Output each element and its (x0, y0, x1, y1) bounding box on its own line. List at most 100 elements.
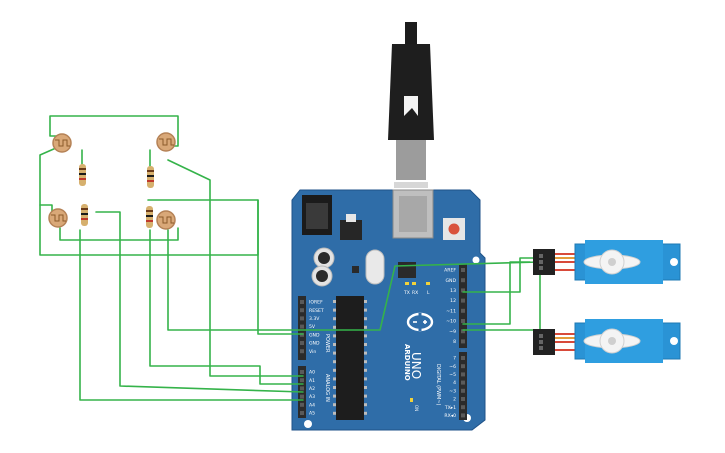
header-pin[interactable] (461, 278, 465, 283)
pin-label: ~9 (449, 329, 456, 335)
servo-top[interactable] (533, 240, 681, 284)
pin-label: A1 (309, 378, 315, 384)
pin-label: GND (309, 341, 320, 347)
ldr-bottom-right[interactable] (156, 210, 176, 230)
pin-label: A2 (309, 386, 315, 392)
mounting-hole (304, 420, 312, 428)
header-pin[interactable] (461, 288, 465, 293)
header-pin[interactable] (461, 298, 465, 303)
header-pin[interactable] (461, 413, 465, 418)
pin-label: A0 (309, 370, 315, 376)
header-pin[interactable] (300, 341, 304, 345)
header-pin[interactable] (461, 356, 465, 360)
model-label: UNO (409, 352, 423, 379)
header-pin[interactable] (461, 388, 465, 393)
resistor-4[interactable] (146, 206, 153, 228)
chip-leg (333, 394, 336, 398)
pin-label: TX▸1 (444, 405, 456, 411)
pin-label: ~10 (446, 319, 456, 325)
header-pin[interactable] (300, 308, 304, 313)
resistor-2[interactable] (147, 166, 154, 188)
header-pin[interactable] (300, 386, 304, 391)
header-pin[interactable] (461, 405, 465, 410)
ldr-top-left[interactable] (52, 133, 72, 153)
wire-d10-servo (462, 261, 531, 325)
l-label: L (427, 290, 430, 296)
pin-label: ~3 (449, 388, 456, 394)
resistor-1[interactable] (79, 164, 86, 186)
mounting-hole (472, 256, 480, 264)
digital-label: DIGITAL (PWM~) (435, 364, 441, 406)
wire-ldr-bottom-bus (59, 227, 179, 241)
wire-to-a1 (149, 229, 304, 385)
pin-label: RESET (309, 308, 324, 314)
brand-label: ARDUINO (403, 344, 411, 381)
wire-to-a3 (79, 229, 304, 401)
crystal (365, 249, 385, 285)
header-pin[interactable] (461, 268, 465, 272)
chip-leg (333, 308, 336, 312)
chip-leg (333, 411, 336, 415)
pin-label: 12 (450, 298, 456, 304)
digital-header-bottom[interactable] (459, 352, 467, 420)
chip-leg (364, 334, 367, 338)
pin-label: A3 (309, 394, 315, 400)
chip-leg (333, 403, 336, 407)
resistor-3[interactable] (81, 204, 88, 226)
header-pin[interactable] (461, 329, 465, 334)
wire-ldr-top-bus (49, 115, 179, 147)
wire-to-a0 (167, 159, 304, 377)
wire-to-5v (257, 199, 304, 335)
header-pin[interactable] (300, 411, 304, 415)
header-pin[interactable] (461, 372, 465, 377)
usb-chip (398, 262, 416, 278)
header-pin[interactable] (300, 370, 304, 374)
arduino-logo (406, 312, 434, 332)
chip-leg (364, 386, 367, 389)
chip-leg (333, 334, 336, 338)
chip-leg (333, 360, 336, 364)
atmega-chip (336, 296, 364, 420)
rx-label: RX (412, 290, 418, 296)
arduino-uno-board[interactable]: TX RX L ARDUINO UNO ON IOREFRESET3.3V5VG… (291, 189, 486, 431)
chip-leg (333, 343, 336, 346)
header-pin[interactable] (300, 394, 304, 399)
pin-label: ~5 (449, 372, 456, 378)
chip-leg (333, 368, 336, 372)
header-pin[interactable] (461, 364, 465, 369)
chip-leg (333, 300, 336, 303)
on-label: ON (414, 405, 419, 411)
header-pin[interactable] (461, 380, 465, 385)
ldr-top-right[interactable] (156, 132, 176, 152)
chip-leg (364, 368, 367, 372)
pin-label: IOREF (309, 300, 323, 306)
usb-cable[interactable] (388, 22, 434, 188)
pin-label: ~11 (446, 308, 456, 314)
header-pin[interactable] (461, 308, 465, 313)
header-pin[interactable] (461, 339, 465, 344)
chip-leg (364, 325, 367, 329)
chip-leg (333, 386, 336, 389)
digital-header-top[interactable] (459, 264, 467, 348)
servo-bottom[interactable] (533, 319, 681, 363)
wire-to-a2 (95, 211, 304, 393)
pin-label: 4 (453, 380, 456, 386)
pin-label: RX◂0 (444, 413, 456, 419)
header-pin[interactable] (461, 319, 465, 323)
header-pin[interactable] (300, 378, 304, 383)
ldr-bottom-left[interactable] (48, 208, 68, 228)
header-pin[interactable] (300, 349, 304, 354)
header-pin[interactable] (300, 316, 304, 321)
header-pin[interactable] (300, 402, 304, 407)
on-led (410, 398, 413, 402)
wire-5v-bus (39, 147, 259, 256)
wire-to-servo-power (167, 229, 541, 331)
header-pin[interactable] (300, 324, 304, 329)
chip-leg (333, 317, 336, 321)
header-pin[interactable] (461, 397, 465, 401)
pin-label: 13 (450, 288, 456, 294)
header-pin[interactable] (300, 300, 304, 304)
chip-leg (364, 403, 367, 407)
pin-label: 2 (453, 397, 456, 403)
